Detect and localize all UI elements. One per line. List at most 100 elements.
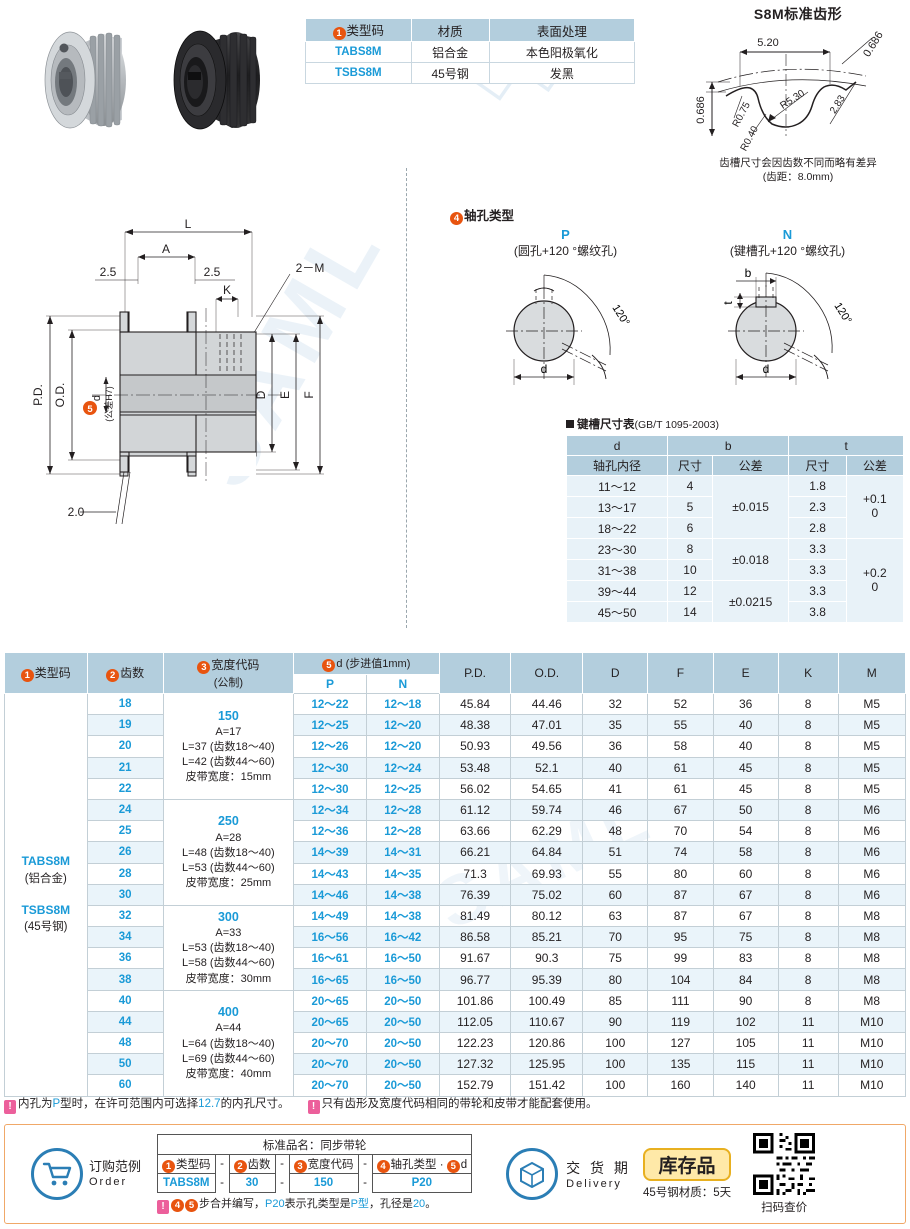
spec-pd-3: 53.48 <box>438 756 512 779</box>
spec-n-14: 20～50 <box>365 989 440 1012</box>
spec-M-6: M6 <box>837 820 907 843</box>
dim-PD: P.D. <box>31 384 45 406</box>
marker-2-icon: 2 <box>233 1159 247 1173</box>
spec-teeth-4: 22 <box>86 777 164 800</box>
spec-p-17: 20～70 <box>293 1053 367 1076</box>
vertical-divider <box>406 168 407 628</box>
spec-n-9: 14～38 <box>365 883 440 906</box>
marker-1-icon: 1 <box>20 669 34 682</box>
width-l1: L=37 (齿数18～40) <box>182 740 275 753</box>
spec-K-7: 8 <box>777 841 839 864</box>
spec-F-11: 95 <box>647 926 714 949</box>
spec-od-11: 85.21 <box>510 926 584 949</box>
spec-pd-14: 101.86 <box>438 989 512 1012</box>
spec-pd-18: 152.79 <box>438 1074 512 1097</box>
order-sep-2: - <box>280 1158 284 1171</box>
width-l2: L=42 (齿数44～60) <box>182 756 275 769</box>
width-code: 300 <box>217 909 239 924</box>
keyway-subheader-t-tol: 公差 <box>845 455 905 476</box>
marker-5-icon: 5 <box>83 401 97 415</box>
spec-od-0: 44.46 <box>510 692 584 716</box>
order-value-type-code: TABS8M <box>157 1173 216 1193</box>
spec-od-12: 90.3 <box>510 947 584 970</box>
spec-D-9: 60 <box>582 883 649 906</box>
width-l2: L=53 (齿数44～60) <box>182 862 275 875</box>
table-row: 18～22 6 2.8 <box>565 517 904 539</box>
keyway-subheader-t-size: 尺寸 <box>788 455 847 476</box>
dim-chamfer: 2.0 <box>68 505 85 519</box>
spec-od-16: 120.86 <box>510 1031 584 1055</box>
spec-F-16: 127 <box>647 1031 714 1055</box>
spec-teeth-8: 28 <box>86 862 164 885</box>
marker-3-icon: 3 <box>197 661 211 674</box>
width-code: 400 <box>217 1005 239 1020</box>
spec-header-d-p: P <box>293 674 367 694</box>
shaft-type-n-svg: 120° b t d <box>721 266 853 385</box>
marker-5-icon: 5 <box>185 1199 199 1212</box>
keyway-t-0: 1.8 <box>788 475 847 497</box>
dim-OD: O.D. <box>53 383 67 408</box>
marker-3-icon: 3 <box>293 1159 307 1173</box>
spec-E-0: 36 <box>712 692 779 716</box>
spec-p-1: 12～25 <box>293 714 367 737</box>
spec-pd-10: 81.49 <box>438 904 512 928</box>
spec-n-18: 20～50 <box>365 1074 440 1097</box>
spec-K-18: 11 <box>777 1074 839 1097</box>
spec-n-8: 14～35 <box>365 862 440 885</box>
spec-od-2: 49.56 <box>510 735 584 758</box>
material-tsbs8m: 45号钢 <box>410 62 490 84</box>
dim-bore-letter: d <box>91 395 103 401</box>
marker-4-icon: 4 <box>171 1199 185 1212</box>
stock-status-badge: 库存品 <box>642 1148 732 1181</box>
keyway-b-2: 6 <box>667 517 713 539</box>
warning-badge-icon: ! <box>4 1099 16 1114</box>
spec-D-13: 80 <box>582 968 649 991</box>
dim-2M: 2－M <box>296 261 325 275</box>
spec-teeth-3: 21 <box>86 756 164 779</box>
dim-d-p: d <box>540 362 547 376</box>
shaft-type-p-letter: P <box>561 227 570 242</box>
shaft-type-n-letter: N <box>782 227 793 242</box>
dim-r-root: R0.40 <box>739 124 761 153</box>
delivery-label: 交 货 期 Delivery <box>566 1160 631 1190</box>
spec-pd-2: 50.93 <box>438 735 512 758</box>
spec-F-9: 87 <box>647 883 714 906</box>
order-sep-4: - <box>220 1177 224 1189</box>
spec-D-3: 40 <box>582 756 649 779</box>
spec-E-14: 90 <box>712 989 779 1012</box>
keyway-header-b: b <box>667 435 790 456</box>
spec-pd-5: 61.12 <box>438 798 512 822</box>
spec-D-10: 63 <box>582 904 649 928</box>
spec-E-16: 105 <box>712 1031 779 1055</box>
spec-E-8: 60 <box>712 862 779 885</box>
spec-F-17: 135 <box>647 1053 714 1076</box>
spec-E-13: 84 <box>712 968 779 991</box>
keyway-b-5: 12 <box>667 580 713 602</box>
spec-E-17: 115 <box>712 1053 779 1076</box>
spec-F-6: 70 <box>647 820 714 843</box>
width-belt: 皮带宽度：30mm <box>185 972 272 985</box>
dim-F: F <box>302 391 316 398</box>
spec-n-10: 14～38 <box>365 904 440 928</box>
spec-teeth-17: 50 <box>86 1053 164 1076</box>
keyway-header-t: t <box>788 435 904 456</box>
dim-left-25: 2.5 <box>100 265 117 279</box>
keyway-subheader-bore: 轴孔内径 <box>565 455 669 476</box>
spec-header-K: K <box>777 652 839 694</box>
spec-D-1: 35 <box>582 714 649 737</box>
spec-n-12: 16～50 <box>365 947 440 970</box>
width-a: A=33 <box>215 927 242 940</box>
